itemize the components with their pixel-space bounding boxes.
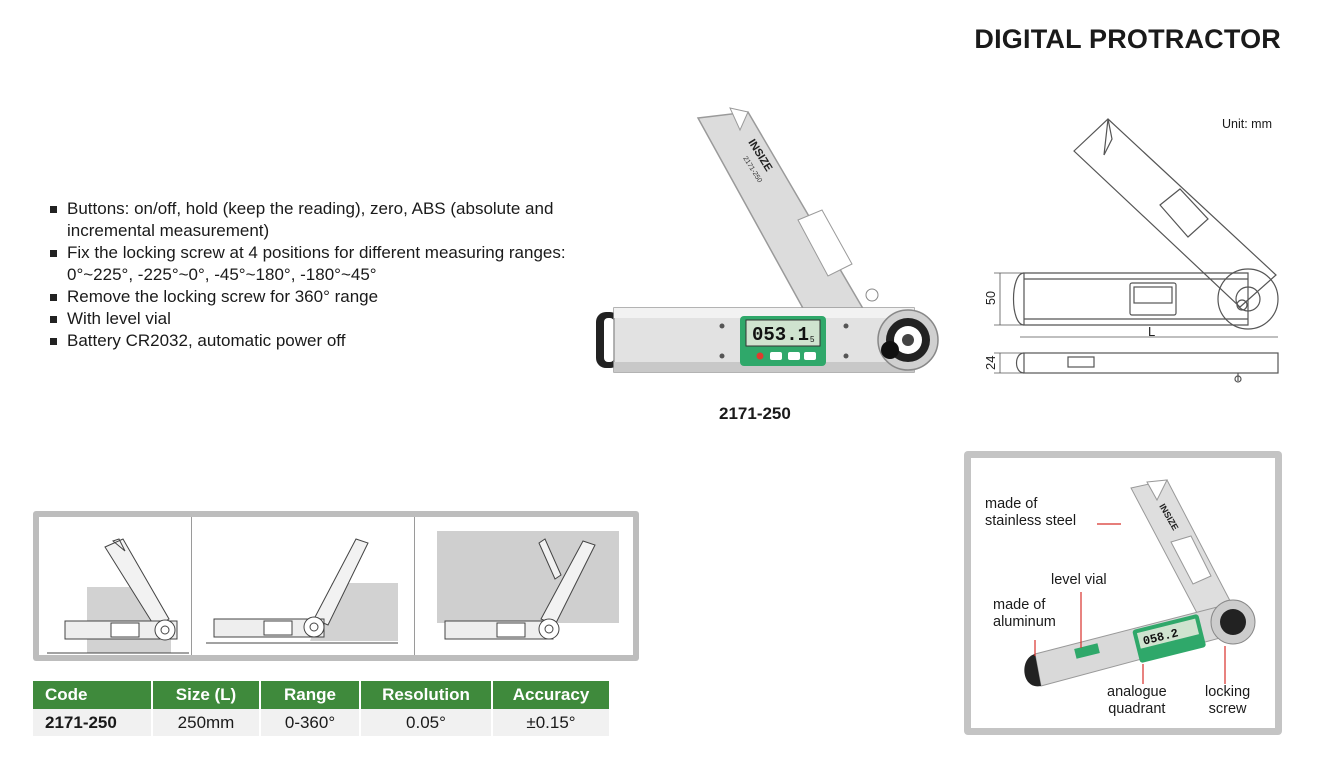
spec-header-row: Code Size (L) Range Resolution Accuracy — [33, 681, 611, 709]
technical-drawing: 50 L 24 — [983, 118, 1279, 383]
col-size: Size (L) — [152, 681, 261, 709]
col-accuracy: Accuracy — [492, 681, 611, 709]
zero-button — [788, 352, 800, 360]
spec-table: Code Size (L) Range Resolution Accuracy … — [33, 681, 611, 736]
cell-accuracy: ±0.15° — [492, 709, 611, 736]
dim-height: 50 — [984, 291, 998, 305]
table-row: 2171-250 250mm 0-360° 0.05° ±0.15° — [33, 709, 611, 736]
feature-list: Buttons: on/off, hold (keep the reading)… — [48, 198, 607, 352]
feature-item: Fix the locking screw at 4 positions for… — [48, 242, 607, 286]
aluminum-body: 053.1 5 — [596, 307, 939, 373]
col-range: Range — [260, 681, 361, 709]
col-resolution: Resolution — [360, 681, 493, 709]
detail-image: INSIZE 058.2 — [1024, 479, 1256, 687]
stainless-blade: INSIZE 2171-250 — [696, 107, 879, 352]
locking-screw — [881, 341, 899, 359]
product-image: INSIZE 2171-250 053.1 5 — [596, 107, 939, 373]
feature-item: With level vial — [48, 308, 607, 330]
usage-example-tilt — [437, 531, 619, 640]
quadrant-icon — [865, 288, 879, 302]
feature-item: Remove the locking screw for 360° range — [48, 286, 607, 308]
usage-panel — [33, 511, 639, 661]
usage-example-inside — [47, 538, 189, 654]
cell-size: 250mm — [152, 709, 261, 736]
feature-item: Battery CR2032, automatic power off — [48, 330, 607, 352]
power-button — [756, 352, 764, 360]
usage-example-outside — [206, 538, 398, 644]
feature-item: Buttons: on/off, hold (keep the reading)… — [48, 198, 607, 242]
cell-code: 2171-250 — [33, 709, 153, 736]
hold-button — [770, 352, 782, 360]
display-small: 5 — [810, 335, 815, 344]
dim-thickness: 24 — [983, 356, 998, 370]
col-code: Code — [33, 681, 153, 709]
cell-range: 0-360° — [260, 709, 361, 736]
page-title: DIGITAL PROTRACTOR — [974, 24, 1281, 54]
callout-level-vial: level vial — [1051, 572, 1107, 588]
cell-resolution: 0.05° — [360, 709, 493, 736]
abs-button — [804, 352, 816, 360]
dim-length: L — [1148, 324, 1155, 339]
unit-label: Unit: mm — [1222, 117, 1272, 131]
display-reading: 053.1 — [752, 324, 809, 346]
model-label: 2171-250 — [719, 404, 791, 423]
